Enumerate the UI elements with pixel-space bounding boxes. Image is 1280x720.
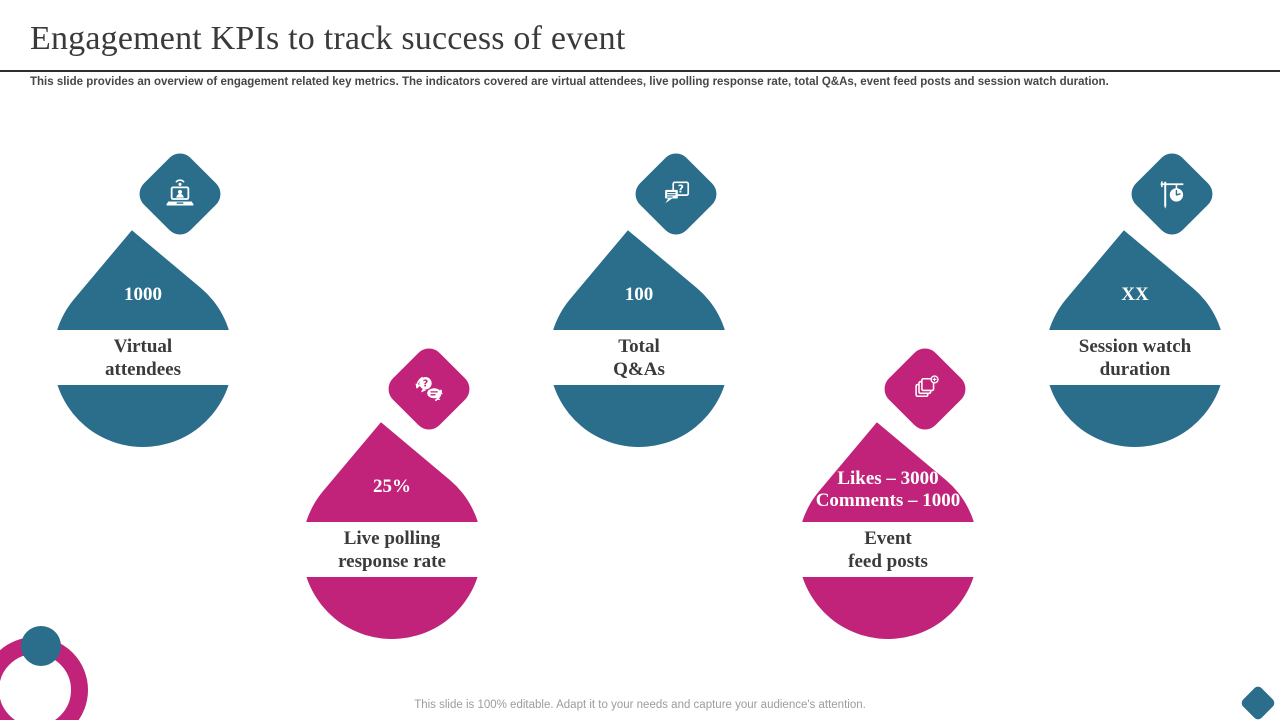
question-answer-bubbles-icon: ? — [656, 174, 696, 214]
kpi-label: Session watch duration — [1010, 330, 1260, 385]
kpi-icon-diamond — [878, 342, 972, 436]
kpi-live-polling-response-rate: ? 25% Live polling response rate — [265, 0, 519, 720]
title-divider — [0, 70, 1280, 72]
kpi-value: Likes – 3000 Comments – 1000 — [815, 468, 961, 511]
kpi-icon-diamond: ? — [382, 342, 476, 436]
kpi-event-feed-posts: Likes – 3000 Comments – 1000 Event feed … — [761, 0, 1015, 720]
kpi-value: 25% — [373, 476, 411, 497]
svg-text:?: ? — [423, 378, 428, 389]
kpi-label: Total Q&As — [514, 330, 764, 385]
bottom-left-circle-decoration — [21, 626, 61, 666]
slide-subtitle: This slide provides an overview of engag… — [30, 76, 1109, 88]
slide-footer-note: This slide is 100% editable. Adapt it to… — [414, 699, 866, 711]
kpi-icon-diamond — [133, 147, 227, 241]
stacked-posts-plus-icon — [905, 369, 945, 409]
kpi-icon-diamond: ? — [629, 147, 723, 241]
kpi-total-qas: ? 100 Total Q&As — [512, 0, 766, 720]
slide-title: Engagement KPIs to track success of even… — [30, 20, 626, 57]
kpi-value: XX — [1121, 284, 1149, 305]
svg-text:?: ? — [678, 184, 684, 196]
kpi-label: Event feed posts — [763, 522, 1013, 577]
kpi-label: Live polling response rate — [267, 522, 517, 577]
kpi-value: 1000 — [124, 284, 162, 305]
kpi-virtual-attendees: 1000 Virtual attendees — [16, 0, 270, 720]
webinar-laptop-icon — [160, 174, 200, 214]
kpi-session-watch-duration: XX Session watch duration — [1008, 0, 1262, 720]
kpi-icon-diamond — [1125, 147, 1219, 241]
hanging-clock-icon — [1152, 174, 1192, 214]
kpi-value: 100 — [624, 284, 654, 305]
kpi-label: Virtual attendees — [18, 330, 268, 385]
polling-chat-refresh-icon: ? — [409, 369, 449, 409]
